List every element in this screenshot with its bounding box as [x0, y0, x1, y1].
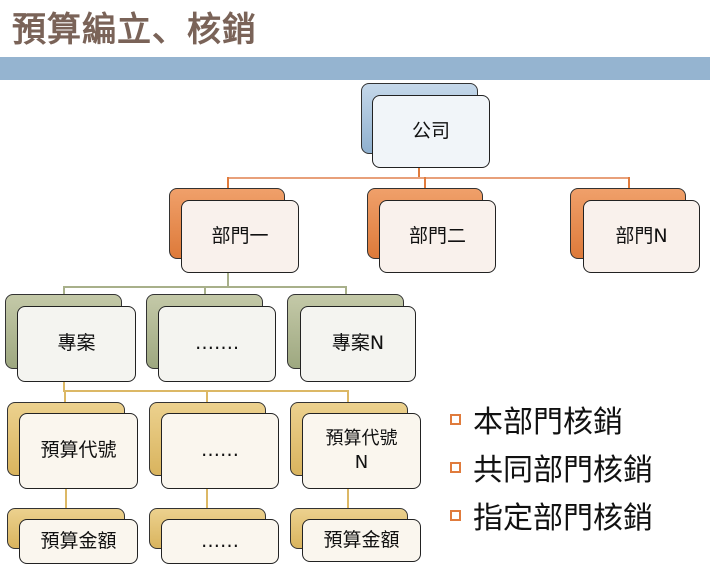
org-node-budget-code-1[interactable]: 預算代號 — [19, 413, 138, 489]
node-label: 專案 — [57, 332, 96, 355]
connector — [347, 390, 349, 403]
org-node-budget-code-ellipsis[interactable]: …… — [161, 413, 279, 489]
square-bullet-icon — [450, 413, 461, 425]
bullet-text: 共同部門核銷 — [473, 453, 653, 488]
org-node-project-n[interactable]: 專案N — [300, 306, 416, 382]
node-label: 部門一 — [211, 224, 269, 247]
bullet-text: 本部門核銷 — [473, 405, 623, 440]
connector — [63, 286, 65, 299]
connector — [206, 390, 208, 403]
connector — [424, 177, 426, 189]
connector — [345, 286, 347, 299]
org-node-budget-amount-1[interactable]: 預算金額 — [19, 519, 138, 564]
square-bullet-icon — [450, 461, 461, 473]
connector — [347, 488, 349, 508]
node-label: 部門N — [615, 224, 668, 247]
node-label: 預算金額 — [323, 528, 400, 551]
node-label: 預算代號 N — [325, 427, 398, 473]
org-node-budget-code-n[interactable]: 預算代號 N — [302, 413, 421, 489]
node-label: …… — [201, 529, 239, 552]
node-label: 專案N — [331, 332, 385, 355]
connector — [227, 272, 229, 288]
connector — [227, 177, 629, 179]
connector — [206, 488, 208, 508]
node-label: …… — [201, 439, 239, 462]
connector — [64, 390, 66, 403]
node-label: 公司 — [411, 119, 450, 142]
connector — [63, 382, 65, 392]
org-node-project-1[interactable]: 專案 — [17, 306, 136, 382]
node-label: 部門二 — [408, 224, 466, 247]
page-title: 預算編立、核銷 — [12, 10, 257, 50]
connector — [204, 286, 206, 299]
org-node-budget-amount-ellipsis[interactable]: …… — [161, 519, 279, 564]
org-node-company[interactable]: 公司 — [372, 95, 490, 168]
node-label: ……. — [194, 332, 240, 355]
bullet-item: 共同部門核銷 — [450, 443, 653, 491]
connector — [628, 177, 630, 189]
org-node-department-2[interactable]: 部門二 — [379, 200, 496, 273]
org-node-budget-amount-n[interactable]: 預算金額 — [302, 519, 421, 562]
org-node-department-n[interactable]: 部門N — [583, 200, 700, 273]
org-node-department-1[interactable]: 部門一 — [181, 200, 299, 273]
bullet-list: 本部門核銷 共同部門核銷 指定部門核銷 — [450, 395, 653, 539]
bullet-item: 本部門核銷 — [450, 395, 653, 443]
node-label: 預算代號 — [40, 439, 117, 462]
bullet-item: 指定部門核銷 — [450, 491, 653, 539]
org-node-project-ellipsis[interactable]: ……. — [158, 306, 276, 382]
connector — [227, 177, 229, 189]
node-label: 預算金額 — [40, 529, 117, 552]
header-band — [0, 57, 710, 80]
square-bullet-icon — [450, 509, 461, 521]
bullet-text: 指定部門核銷 — [473, 501, 653, 536]
connector — [418, 167, 420, 178]
connector — [65, 488, 67, 508]
